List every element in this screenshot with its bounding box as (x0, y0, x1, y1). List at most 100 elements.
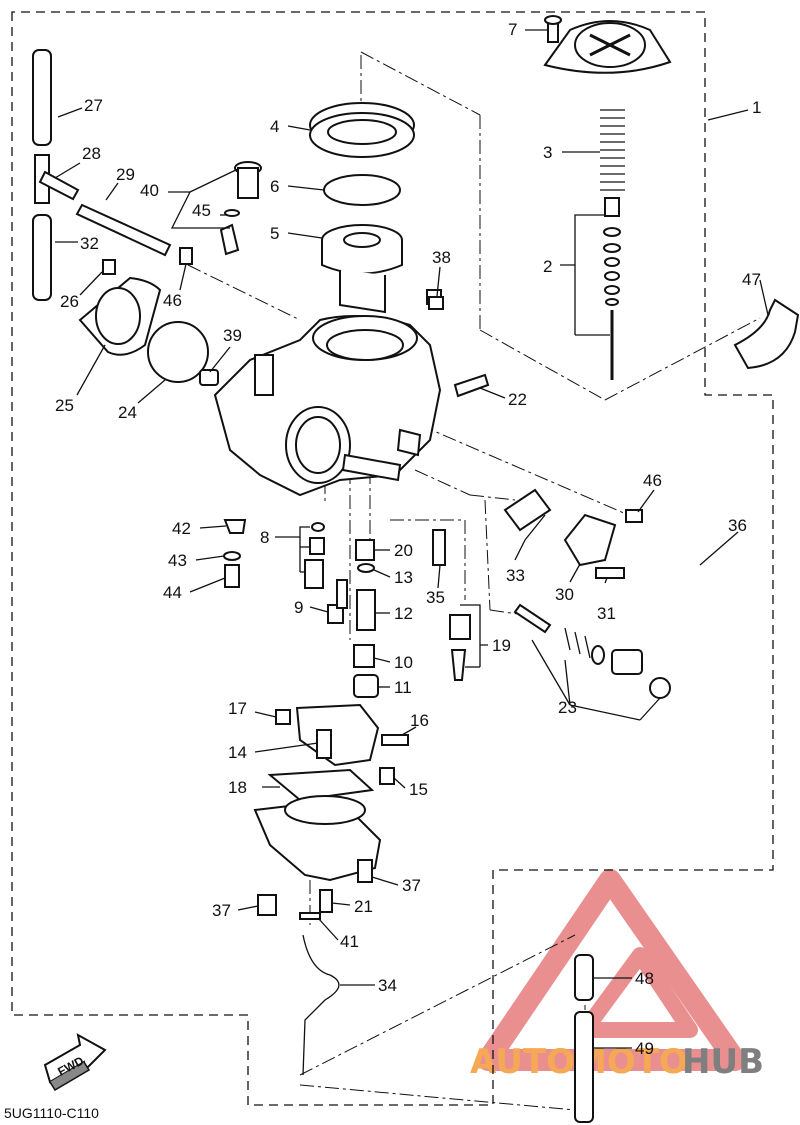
pilot-screw-23 (513, 603, 671, 699)
callout-46-right: 46 (643, 471, 662, 490)
hose-47 (733, 298, 800, 370)
diaphragm-4 (309, 102, 415, 158)
jets-8-13 (304, 522, 379, 698)
joint-25-hole (95, 287, 141, 345)
fwd-arrow-icon: FWD (43, 1033, 107, 1092)
hose-27 (32, 49, 52, 146)
float-14 (295, 703, 380, 767)
drain-42-44 (223, 519, 247, 588)
callout-10: 10 (394, 653, 413, 672)
screw-31 (595, 567, 625, 579)
automotohub-watermark: AUTO MOTO HUB (470, 869, 764, 1082)
callout-40: 40 (140, 181, 159, 200)
callout-labels: 1 2 3 4 5 6 7 8 9 10 11 12 13 14 15 16 1… (55, 20, 761, 1058)
callout-19: 19 (492, 636, 511, 655)
screw-15 (379, 767, 395, 785)
cap-38 (428, 296, 444, 310)
plate-33 (503, 488, 552, 532)
o-ring-6 (323, 174, 401, 206)
callout-20: 20 (394, 541, 413, 560)
callout-45: 45 (192, 201, 211, 220)
callout-6: 6 (270, 177, 279, 196)
callout-44: 44 (163, 583, 182, 602)
clip-46-right (625, 509, 643, 523)
callout-13: 13 (394, 568, 413, 587)
callout-11: 11 (394, 678, 412, 697)
washer-41 (299, 912, 321, 920)
callout-30: 30 (555, 585, 574, 604)
nozzle-22 (453, 373, 490, 398)
screw-21 (319, 889, 333, 913)
screw-37-right (357, 859, 373, 883)
watermark-text-auto: AUTO (470, 1042, 575, 1082)
callout-47: 47 (742, 270, 761, 289)
callout-5: 5 (270, 224, 279, 243)
assembly-boundary (11, 11, 774, 1106)
callout-23: 23 (558, 698, 577, 717)
callout-17: 17 (228, 699, 247, 718)
callout-3: 3 (543, 143, 552, 162)
callout-41: 41 (340, 932, 359, 951)
callout-25: 25 (55, 396, 74, 415)
top-cover (543, 15, 672, 74)
callout-39: 39 (223, 326, 242, 345)
screw-17 (275, 709, 291, 725)
callout-9: 9 (294, 598, 303, 617)
callout-33: 33 (506, 566, 525, 585)
spring-3 (600, 109, 625, 191)
part-drawings (32, 15, 800, 1123)
callout-34: 34 (378, 976, 397, 995)
needle-valve-19 (449, 614, 471, 681)
bolt-26 (102, 259, 116, 275)
callout-4: 4 (270, 117, 279, 136)
hose-29 (75, 203, 172, 257)
callout-21: 21 (354, 897, 373, 916)
screw-37-left (257, 894, 277, 916)
t-joint-28 (34, 154, 80, 204)
hose-32 (32, 214, 52, 301)
starter-plunger-40 (219, 161, 262, 256)
callout-28: 28 (82, 144, 101, 163)
callout-32: 32 (80, 234, 99, 253)
float-bowl (253, 795, 382, 882)
callout-36: 36 (728, 516, 747, 535)
callout-18: 18 (228, 778, 247, 797)
carburetor-body (213, 289, 442, 497)
cover-30 (563, 513, 617, 567)
callout-7: 7 (508, 20, 517, 39)
screw-46-left (179, 247, 193, 265)
watermark-text-hub: HUB (682, 1042, 764, 1082)
callout-15: 15 (409, 780, 428, 799)
callout-8: 8 (260, 528, 269, 547)
callout-12: 12 (394, 604, 413, 623)
diagram-code: 5UG1110-C110 (4, 1105, 99, 1121)
callout-24: 24 (118, 403, 137, 422)
hose-49 (574, 1011, 594, 1123)
callout-46-left: 46 (163, 291, 182, 310)
callout-14: 14 (228, 743, 247, 762)
callout-leaders (54, 29, 769, 1049)
hose-48 (574, 954, 594, 1001)
callout-26: 26 (60, 292, 79, 311)
callout-27: 27 (84, 96, 103, 115)
callout-49: 49 (635, 1039, 654, 1058)
jet-needle-set (603, 197, 621, 380)
gasket-18 (267, 768, 375, 802)
callout-1: 1 (752, 98, 761, 117)
callout-29: 29 (116, 165, 135, 184)
screw-35 (432, 529, 446, 566)
gasket-24 (147, 321, 209, 383)
callout-22: 22 (508, 390, 527, 409)
callout-38: 38 (432, 248, 451, 267)
callout-42: 42 (172, 519, 191, 538)
callout-37-left: 37 (212, 901, 231, 920)
callout-37-right: 37 (402, 876, 421, 895)
plug-39 (199, 369, 219, 386)
callout-35: 35 (426, 588, 445, 607)
callout-16: 16 (410, 711, 429, 730)
hose-34 (302, 934, 340, 1076)
callout-43: 43 (168, 551, 187, 570)
piston-5 (321, 224, 403, 314)
float-pin-16 (381, 734, 409, 746)
